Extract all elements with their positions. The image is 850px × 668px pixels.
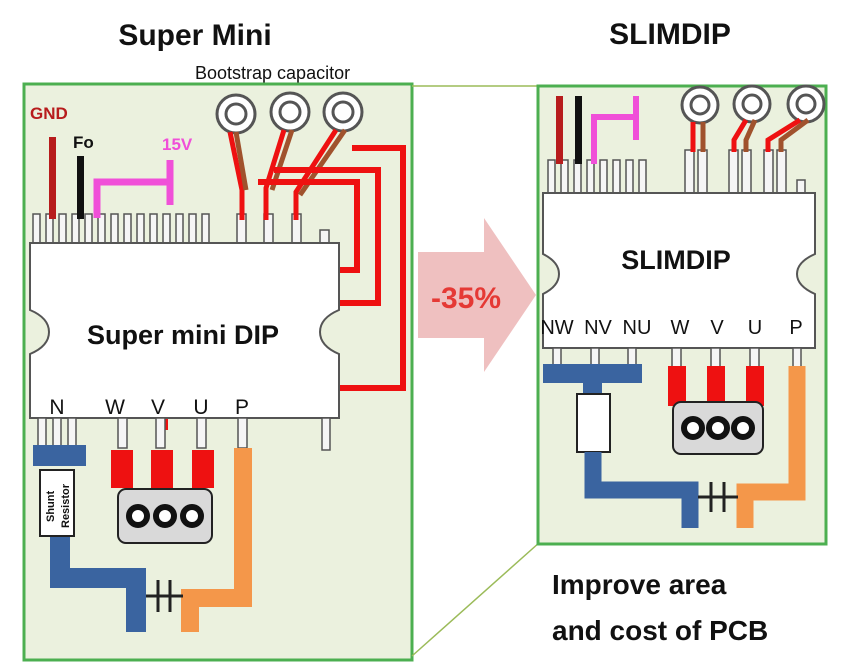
left-pin-u: U xyxy=(193,396,208,419)
shunt-label-1: Shunt xyxy=(45,491,57,522)
reduction-arrow xyxy=(418,218,536,372)
left-pin-w: W xyxy=(105,396,125,419)
left-chip-label: Super mini DIP xyxy=(87,320,279,350)
v15-trace xyxy=(93,160,174,218)
left-title: Super Mini xyxy=(118,19,271,52)
left-bootstrap-traces xyxy=(227,128,348,220)
right-top-pins xyxy=(547,149,806,195)
reduction-label: -35% xyxy=(431,282,501,315)
right-p-trace xyxy=(736,366,806,528)
right-pin-u: U xyxy=(748,317,762,339)
projection-line-bottom xyxy=(411,541,541,657)
gnd-label: GND xyxy=(30,104,68,123)
shunt-label-2: Resistor xyxy=(60,483,72,528)
right-chip-label: SLIMDIP xyxy=(621,245,731,275)
fo-trace xyxy=(77,156,84,219)
right-pin-p: P xyxy=(789,317,802,339)
right-pin-w: W xyxy=(671,317,690,339)
right-title: SLIMDIP xyxy=(609,18,731,51)
right-phase-pads xyxy=(668,366,764,406)
right-bootstrap-traces xyxy=(690,117,810,152)
left-p-trace xyxy=(181,448,252,632)
left-bootstrap-capacitors xyxy=(215,91,364,135)
right-pin-nv: NV xyxy=(584,317,612,339)
right-gnd-trace xyxy=(556,96,563,164)
improve-line-2: and cost of PCB xyxy=(552,615,768,646)
v15-label: 15V xyxy=(162,135,193,154)
right-fo-trace xyxy=(575,96,582,164)
left-pin-p: P xyxy=(235,396,249,419)
left-connector-holes xyxy=(126,504,204,528)
left-n-trace xyxy=(50,534,146,632)
improve-line-1: Improve area xyxy=(552,569,727,600)
left-chip-body xyxy=(29,242,340,419)
right-chip-body xyxy=(542,192,816,349)
left-n-trace-top xyxy=(33,445,86,466)
right-connector-holes xyxy=(681,416,755,440)
bootstrap-label: Bootstrap capacitor xyxy=(195,63,350,83)
gnd-trace xyxy=(49,137,56,219)
left-phase-pads xyxy=(111,450,214,488)
right-n-drop xyxy=(583,383,602,395)
right-pin-nu: NU xyxy=(623,317,652,339)
right-pin-nw: NW xyxy=(540,317,573,339)
fo-label: Fo xyxy=(73,133,94,152)
right-n-bus xyxy=(543,364,642,383)
right-shunt-resistor xyxy=(576,393,611,453)
shunt-resistor xyxy=(39,469,75,537)
right-pin-v: V xyxy=(710,317,724,339)
left-pin-v: V xyxy=(151,396,165,419)
left-dc-capacitor xyxy=(146,580,183,612)
right-bootstrap-capacitors xyxy=(680,84,826,125)
right-n-trace xyxy=(584,452,699,528)
right-v15-trace xyxy=(591,96,639,164)
right-dc-capacitor xyxy=(698,482,738,512)
left-pin-n: N xyxy=(49,396,64,419)
